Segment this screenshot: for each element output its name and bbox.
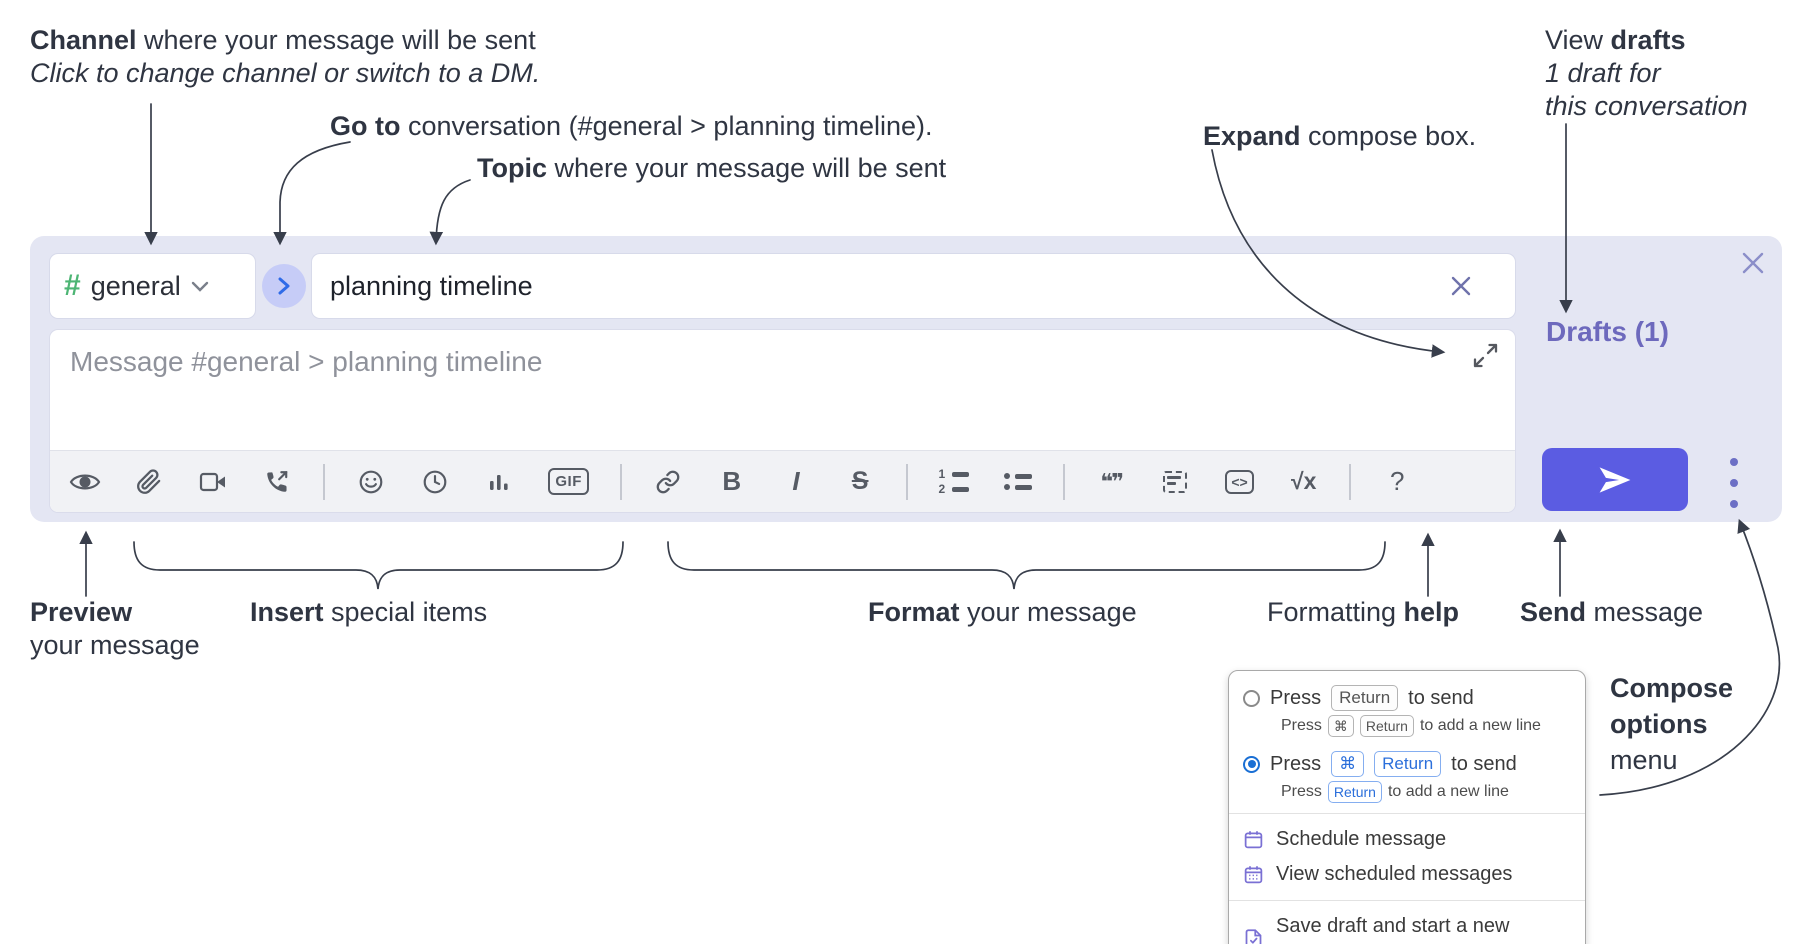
radio-selected-icon[interactable]	[1243, 755, 1260, 773]
compose-options-menu: Press Return to send Press ⌘ Return to a…	[1228, 670, 1586, 944]
annotation-insert: Insert special items	[250, 597, 488, 627]
topic-input[interactable]: planning timeline	[312, 254, 1515, 318]
draft-check-icon	[1245, 928, 1262, 944]
menu-item-view-scheduled[interactable]: View scheduled messages	[1229, 857, 1585, 892]
channel-hash-icon: #	[64, 269, 81, 302]
topic-clear-button[interactable]	[1447, 272, 1475, 300]
close-icon	[1451, 276, 1471, 296]
quote-icon[interactable]: ❝❞	[1100, 468, 1124, 494]
toolbar-divider	[619, 463, 622, 500]
time-icon[interactable]	[416, 462, 453, 502]
preview-icon[interactable]	[66, 462, 103, 502]
message-placeholder: Message #general > planning timeline	[70, 346, 543, 377]
toolbar-divider	[1349, 463, 1352, 500]
kbd-cmd: ⌘	[1331, 751, 1365, 777]
compose-options-button[interactable]	[1712, 458, 1756, 508]
kbd-return: Return	[1327, 781, 1382, 803]
compose-toolbar: GIF B I S 1 2	[50, 450, 1515, 512]
calendar-grid-icon	[1244, 866, 1263, 884]
send-option-return[interactable]: Press Return to send Press ⌘ Return to a…	[1229, 681, 1585, 739]
annotation-help: Formatting help	[1267, 597, 1460, 627]
send-option-cmd-return[interactable]: Press ⌘ Return to send Press Return to a…	[1229, 747, 1585, 805]
channel-selector[interactable]: # general	[50, 254, 255, 318]
bulleted-list-icon[interactable]	[999, 462, 1036, 502]
chevron-down-icon	[191, 281, 208, 292]
annotation-goto: Go to conversation (#general > planning …	[330, 111, 933, 141]
annotation-preview: Preview your message	[30, 597, 200, 660]
topic-value: planning timeline	[330, 270, 533, 301]
radio-unselected-icon[interactable]	[1243, 689, 1260, 707]
compose-close-button[interactable]	[1736, 246, 1770, 280]
toolbar-divider	[1063, 463, 1066, 500]
gif-icon[interactable]: GIF	[545, 462, 593, 502]
drafts-link[interactable]: Drafts (1)	[1546, 316, 1669, 347]
formatting-help-icon[interactable]: ?	[1389, 466, 1405, 496]
emoji-icon[interactable]	[352, 462, 389, 502]
video-call-icon[interactable]	[194, 462, 231, 502]
annotation-compose-options: Compose options menu	[1610, 673, 1734, 775]
italic-icon[interactable]: I	[792, 466, 800, 496]
close-icon	[1742, 252, 1764, 274]
toolbar-divider	[905, 463, 908, 500]
channel-name: general	[90, 270, 181, 301]
chevron-right-icon	[278, 277, 290, 295]
menu-item-schedule-message[interactable]: Schedule message	[1229, 822, 1585, 857]
annotation-format: Format your message	[868, 597, 1137, 627]
expand-compose-icon[interactable]	[1472, 342, 1499, 374]
menu-item-save-draft[interactable]: Save draft and start a new message	[1229, 909, 1585, 944]
message-box[interactable]: Message #general > planning timeline	[50, 330, 1515, 512]
annotation-expand: Expand compose box.	[1203, 121, 1477, 151]
math-icon[interactable]: √x	[1291, 468, 1317, 494]
annotation-send: Send message	[1520, 597, 1704, 627]
menu-separator	[1229, 813, 1585, 814]
audio-call-icon[interactable]	[259, 462, 296, 502]
go-to-conversation-button[interactable]	[262, 264, 306, 308]
calendar-icon	[1244, 831, 1263, 849]
kbd-return: Return	[1359, 715, 1414, 737]
code-icon[interactable]: <>	[1221, 462, 1258, 502]
send-button[interactable]	[1542, 448, 1688, 511]
bold-icon[interactable]: B	[722, 466, 742, 496]
annotation-view-drafts: View drafts 1 draft for this conversatio…	[1545, 25, 1748, 121]
strikethrough-icon[interactable]: S	[851, 467, 869, 495]
annotation-channel: Channel where your message will be sent …	[30, 25, 541, 88]
kbd-return: Return	[1374, 751, 1442, 777]
kbd-cmd: ⌘	[1327, 715, 1354, 737]
kbd-return: Return	[1331, 685, 1399, 711]
compose-box: # general planning timeline Drafts (1	[30, 236, 1782, 522]
annotation-topic: Topic where your message will be sent	[477, 153, 947, 183]
numbered-list-icon[interactable]: 1 2	[935, 462, 972, 502]
poll-icon[interactable]	[480, 462, 517, 502]
toolbar-divider	[322, 463, 325, 500]
link-icon[interactable]	[649, 462, 686, 502]
menu-separator	[1229, 900, 1585, 901]
attach-file-icon[interactable]	[130, 462, 167, 502]
send-icon	[1599, 466, 1631, 493]
spoiler-icon[interactable]	[1157, 462, 1194, 502]
